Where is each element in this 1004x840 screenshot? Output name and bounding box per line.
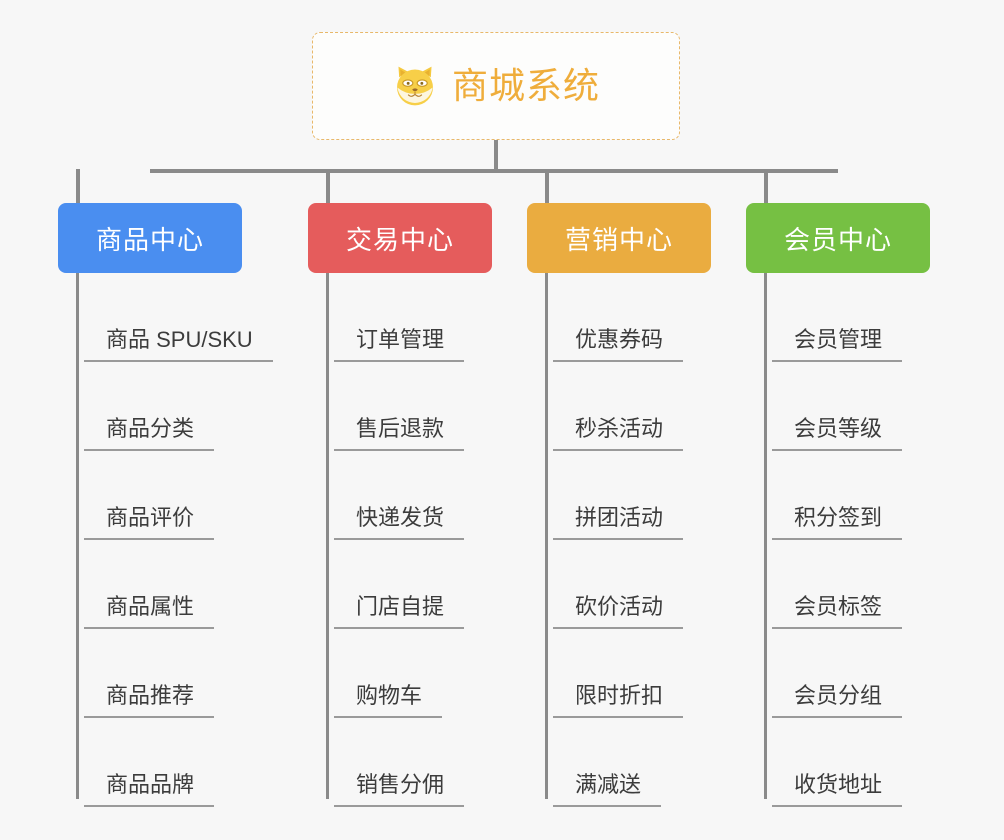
leaf-item[interactable]: 拼团活动 — [545, 451, 684, 540]
category-node-4[interactable]: 会员中心 — [746, 203, 930, 273]
leaf-item-label: 门店自提 — [334, 594, 465, 629]
leaf-item-label: 商品属性 — [84, 594, 215, 629]
category-node-2[interactable]: 交易中心 — [308, 203, 492, 273]
leaf-item-label: 收货地址 — [772, 772, 903, 807]
leaf-spine — [76, 273, 79, 799]
leaf-item[interactable]: 收货地址 — [764, 718, 903, 807]
root-node[interactable]: 商城系统 — [312, 32, 680, 140]
leaf-item[interactable]: 会员分组 — [764, 629, 903, 718]
leaf-item-label: 限时折扣 — [553, 683, 684, 718]
leaf-item[interactable]: 满减送 — [545, 718, 683, 807]
leaf-item[interactable]: 销售分佣 — [326, 718, 465, 807]
leaf-item[interactable]: 会员标签 — [764, 540, 903, 629]
connector-root-drop — [494, 140, 498, 172]
leaf-spine — [764, 273, 767, 799]
leaf-item-label: 商品品牌 — [84, 772, 215, 807]
leaf-item[interactable]: 砍价活动 — [545, 540, 684, 629]
root-title: 商城系统 — [451, 65, 600, 106]
leaf-item[interactable]: 商品推荐 — [76, 629, 273, 718]
leaf-column-1: 商品 SPU/SKU 商品分类商品评价商品属性商品推荐商品品牌 — [76, 273, 273, 807]
leaf-item[interactable]: 商品品牌 — [76, 718, 273, 807]
leaf-column-4: 会员管理会员等级积分签到会员标签会员分组收货地址 — [764, 273, 903, 807]
connector-category-drop — [764, 169, 768, 203]
category-node-3[interactable]: 营销中心 — [527, 203, 711, 273]
leaf-item[interactable]: 商品评价 — [76, 451, 273, 540]
leaf-item[interactable]: 快递发货 — [326, 451, 465, 540]
leaf-column-3: 优惠券码秒杀活动拼团活动砍价活动限时折扣满减送 — [545, 273, 684, 807]
leaf-item-label: 会员标签 — [772, 594, 903, 629]
leaf-item-label: 销售分佣 — [334, 772, 465, 807]
leaf-item[interactable]: 订单管理 — [326, 273, 465, 362]
leaf-item[interactable]: 秒杀活动 — [545, 362, 684, 451]
leaf-item-label: 积分签到 — [772, 505, 903, 540]
connector-horizontal-bar — [150, 169, 838, 173]
leaf-item-label: 砍价活动 — [553, 594, 684, 629]
leaf-item-label: 商品分类 — [84, 416, 215, 451]
leaf-item[interactable]: 商品属性 — [76, 540, 273, 629]
leaf-item-label: 售后退款 — [334, 416, 465, 451]
leaf-item[interactable]: 会员等级 — [764, 362, 903, 451]
leaf-item[interactable]: 商品分类 — [76, 362, 273, 451]
leaf-item[interactable]: 商品 SPU/SKU — [76, 273, 273, 362]
leaf-item[interactable]: 会员管理 — [764, 273, 903, 362]
leaf-item[interactable]: 限时折扣 — [545, 629, 684, 718]
leaf-item-label: 会员分组 — [772, 683, 903, 718]
category-label: 商品中心 — [95, 224, 204, 255]
leaf-item[interactable]: 购物车 — [326, 629, 464, 718]
leaf-item-label: 会员等级 — [772, 416, 903, 451]
leaf-item[interactable]: 门店自提 — [326, 540, 465, 629]
leaf-item-label: 满减送 — [553, 772, 662, 807]
connector-category-drop — [76, 169, 80, 203]
leaf-item-label: 订单管理 — [334, 327, 465, 362]
leaf-spine — [326, 273, 329, 799]
leaf-item-label: 秒杀活动 — [553, 416, 684, 451]
leaf-item-label: 购物车 — [334, 683, 443, 718]
category-node-1[interactable]: 商品中心 — [58, 203, 242, 273]
leaf-item-label: 商品推荐 — [84, 683, 215, 718]
leaf-spine — [545, 273, 548, 799]
connector-category-drop — [545, 169, 549, 203]
leaf-item[interactable]: 售后退款 — [326, 362, 465, 451]
category-label: 交易中心 — [345, 224, 454, 255]
category-label: 营销中心 — [564, 224, 673, 255]
leaf-item-label: 拼团活动 — [553, 505, 684, 540]
leaf-column-2: 订单管理售后退款快递发货门店自提购物车销售分佣 — [326, 273, 465, 807]
leaf-item-label: 会员管理 — [772, 327, 903, 362]
leaf-item-label: 商品评价 — [84, 505, 215, 540]
leaf-item-label: 优惠券码 — [553, 327, 684, 362]
leaf-item-label: 快递发货 — [334, 505, 465, 540]
shiba-inu-icon — [397, 66, 433, 106]
category-label: 会员中心 — [783, 224, 892, 255]
leaf-item[interactable]: 优惠券码 — [545, 273, 684, 362]
leaf-item[interactable]: 积分签到 — [764, 451, 903, 540]
connector-category-drop — [326, 169, 330, 203]
leaf-item-label: 商品 SPU/SKU — [84, 327, 273, 362]
